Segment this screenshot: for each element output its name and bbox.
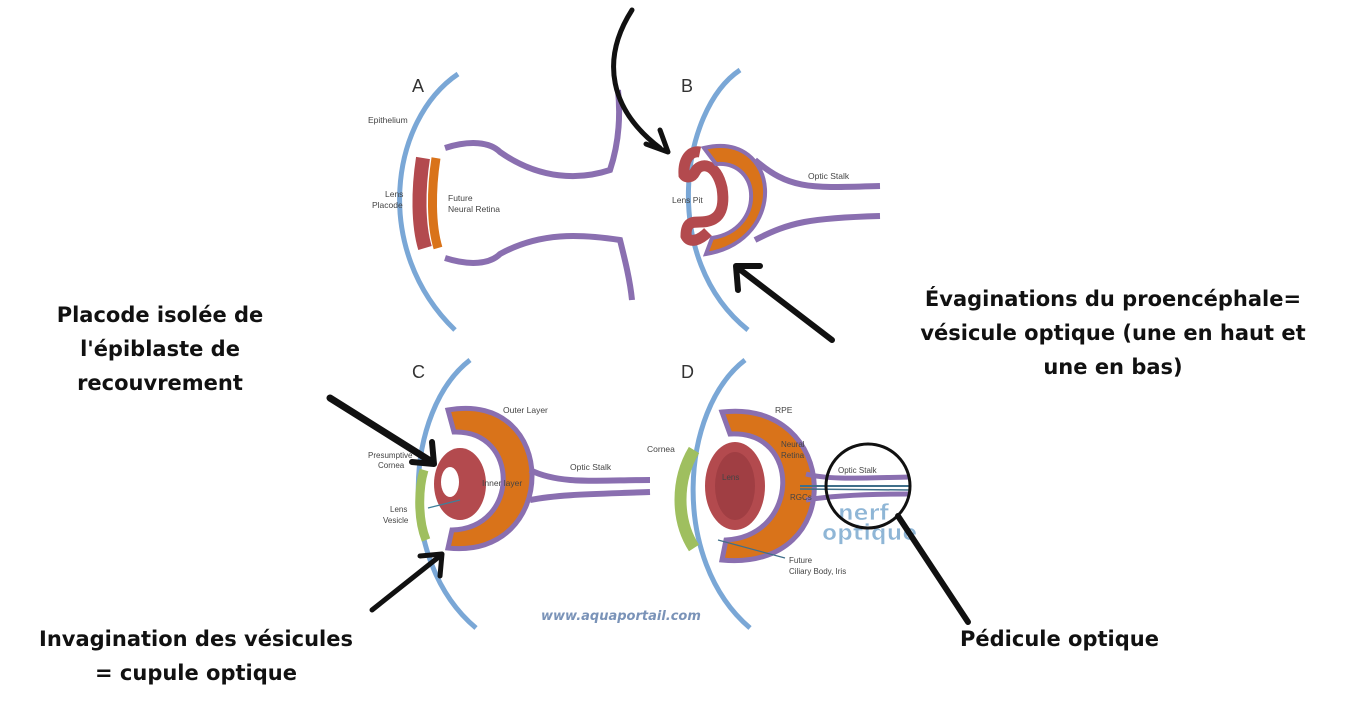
label-rgcs: RGCs bbox=[790, 493, 812, 502]
label-lens-placode-1: Lens bbox=[385, 189, 403, 199]
label-presumptive-2: Cornea bbox=[378, 461, 405, 470]
lens-vesicle-lumen bbox=[441, 467, 459, 497]
annotation-evaginations-line-3: une en bas) bbox=[878, 350, 1348, 384]
watermark-url: www.aquaportail.com bbox=[541, 609, 701, 624]
label-lens-pit: Lens Pit bbox=[672, 195, 703, 205]
annotation-evaginations: Évaginations du proencéphale= vésicule o… bbox=[878, 282, 1348, 384]
annotation-placode-line-1: Placode isolée de bbox=[40, 298, 280, 332]
label-neural-retina-1: Neural bbox=[781, 440, 805, 449]
label-presumptive-1: Presumptive bbox=[368, 451, 413, 460]
label-optic-stalk-d: Optic Stalk bbox=[838, 466, 878, 475]
label-future-ciliary-2: Ciliary Body, Iris bbox=[789, 567, 846, 576]
arrow-evaginations bbox=[738, 268, 832, 340]
label-inner-layer: Inner layer bbox=[482, 478, 522, 488]
optic-stalk-lower bbox=[755, 216, 880, 240]
lens-placode bbox=[419, 158, 425, 248]
label-lens-vesicle-2: Vesicle bbox=[383, 516, 409, 525]
lens-d-inner bbox=[715, 452, 755, 520]
label-future-ciliary-1: Future bbox=[789, 556, 813, 565]
label-lens: Lens bbox=[722, 473, 739, 482]
panel-b-letter: B bbox=[681, 76, 693, 96]
optic-nerve-fibers-2 bbox=[800, 489, 910, 490]
annotation-placode: Placode isolée de l'épiblaste de recouvr… bbox=[40, 298, 280, 400]
neural-tube-lower bbox=[445, 236, 632, 300]
annotation-pedicule: Pédicule optique bbox=[960, 622, 1159, 656]
panel-b: B Lens Pit Optic Stalk bbox=[672, 70, 880, 330]
panel-c-letter: C bbox=[412, 362, 425, 382]
annotation-placode-line-2: l'épiblaste de bbox=[40, 332, 280, 366]
label-future-retina-2: Neural Retina bbox=[448, 204, 500, 214]
label-future-retina-1: Future bbox=[448, 193, 473, 203]
label-optic-stalk-b: Optic Stalk bbox=[808, 171, 850, 181]
label-lens-placode-2: Placode bbox=[372, 200, 403, 210]
label-outer-layer: Outer Layer bbox=[503, 405, 548, 415]
presumptive-cornea bbox=[420, 470, 426, 540]
magnifier-handle bbox=[898, 516, 968, 622]
future-neural-retina bbox=[432, 158, 438, 248]
optic-stalk-c-lower bbox=[530, 492, 650, 500]
panel-d: D RPE Neural Retina Cornea Lens Optic St… bbox=[647, 360, 910, 628]
panel-c: C Outer Layer Presumptive Cornea Inner l… bbox=[368, 360, 650, 628]
annotation-evaginations-line-1: Évaginations du proencéphale= bbox=[878, 282, 1348, 316]
arrow-invagination bbox=[372, 556, 440, 610]
label-neural-retina-2: Retina bbox=[781, 451, 805, 460]
panel-a: A Epithelium Lens Placode Future Neural … bbox=[368, 74, 632, 330]
label-epithelium: Epithelium bbox=[368, 115, 408, 125]
annotation-invagination: Invagination des vésicules = cupule opti… bbox=[6, 622, 386, 690]
annotation-evaginations-line-2: vésicule optique (une en haut et bbox=[878, 316, 1348, 350]
label-lens-vesicle-1: Lens bbox=[390, 505, 407, 514]
label-optic-stalk-c: Optic Stalk bbox=[570, 462, 612, 472]
annotation-invagination-line-1: Invagination des vésicules bbox=[6, 622, 386, 656]
label-rpe: RPE bbox=[775, 405, 793, 415]
optic-stalk-d-lower bbox=[806, 494, 910, 500]
panel-a-letter: A bbox=[412, 76, 424, 96]
neural-tube-upper bbox=[445, 90, 619, 176]
label-cornea: Cornea bbox=[647, 444, 675, 454]
annotation-placode-line-3: recouvrement bbox=[40, 366, 280, 400]
annotation-invagination-line-2: = cupule optique bbox=[6, 656, 386, 690]
panel-d-letter: D bbox=[681, 362, 694, 382]
